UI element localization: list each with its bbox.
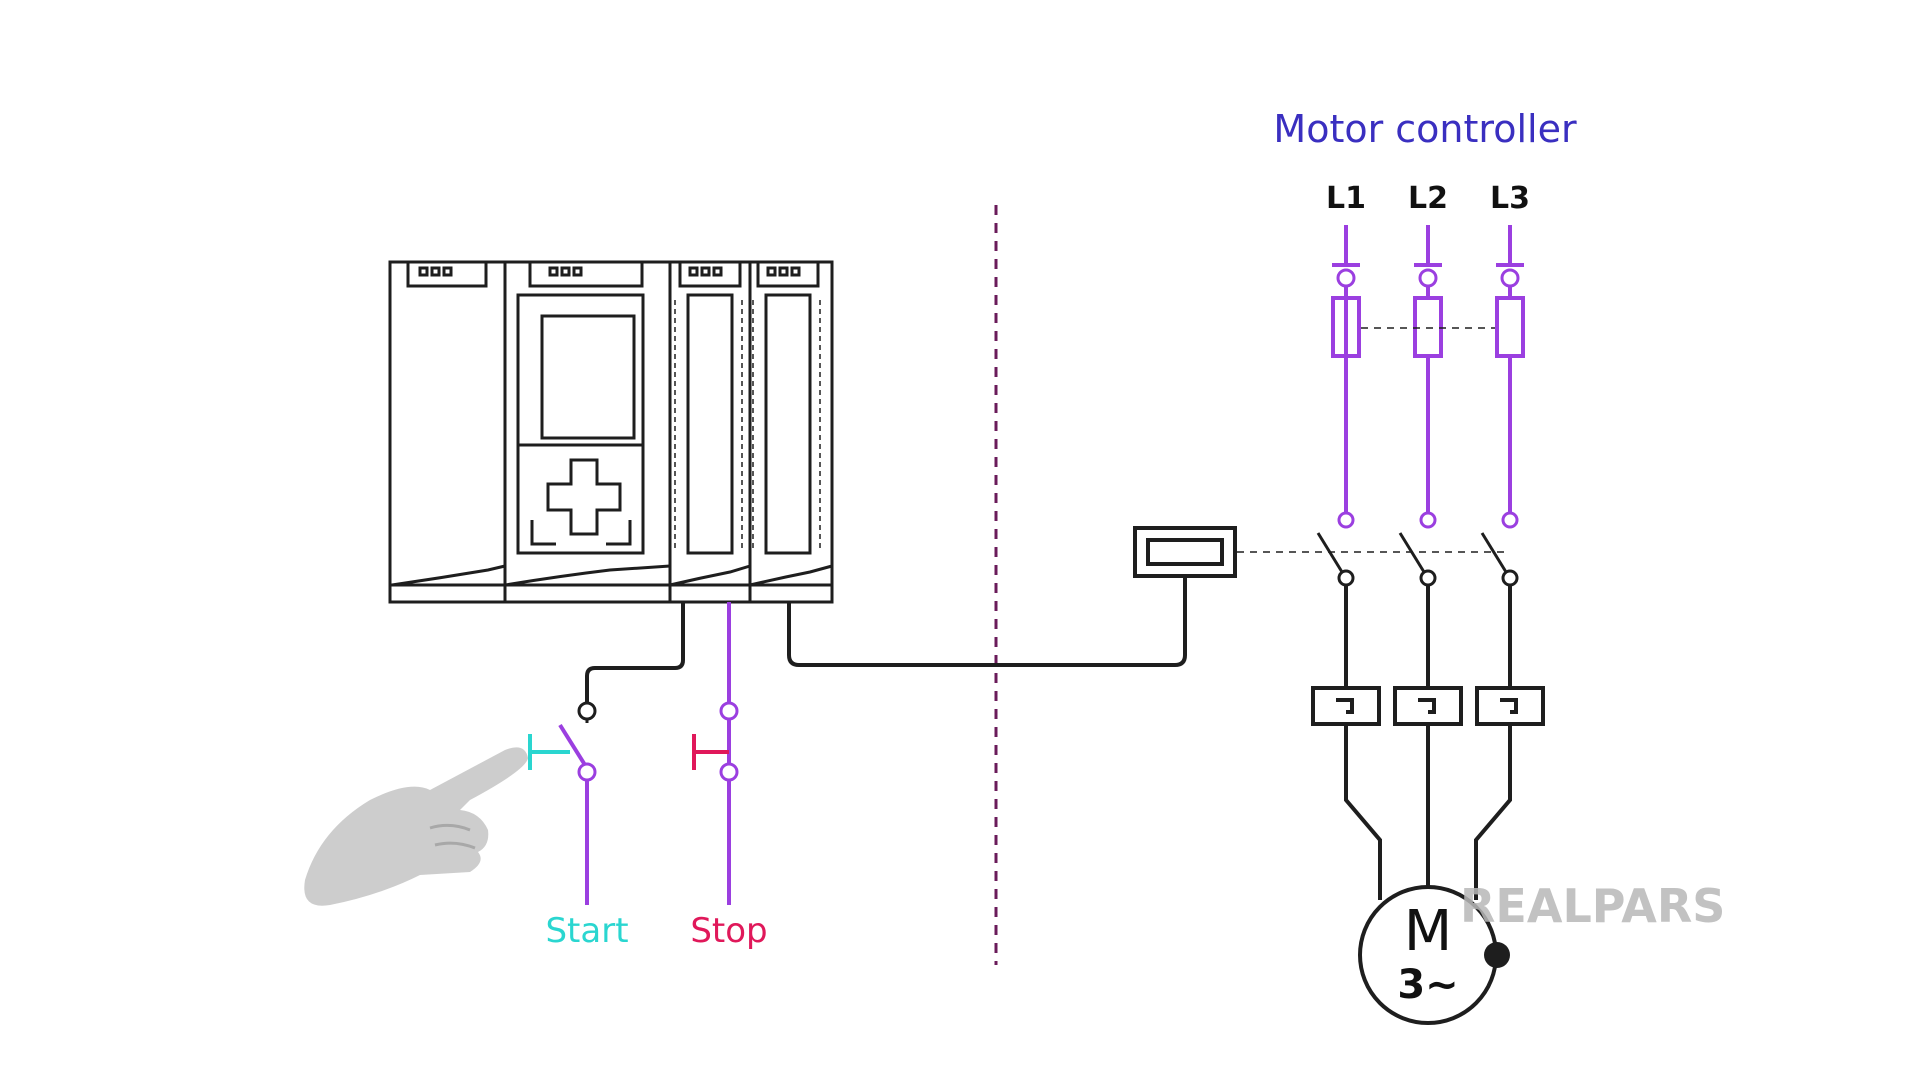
phase-label-l1: L1	[1326, 181, 1366, 216]
start-label: Start	[545, 911, 628, 951]
phase-label-l3: L3	[1490, 181, 1530, 216]
contactor-coil-icon	[1133, 526, 1237, 578]
phase-l3-line	[1495, 225, 1525, 529]
power-circuit	[1311, 225, 1545, 1025]
stop-label: Stop	[690, 911, 767, 951]
start-wire-dark	[585, 602, 685, 708]
phase-label-l2: L2	[1408, 181, 1448, 216]
stop-button-symbol[interactable]	[692, 701, 739, 905]
motor-letter: M	[1404, 899, 1452, 964]
start-button-symbol[interactable]	[528, 701, 597, 905]
phase-l1-line	[1331, 225, 1361, 529]
output-wire	[787, 578, 1187, 667]
main-contacts	[1316, 532, 1519, 587]
pointing-hand-icon	[304, 747, 528, 906]
realpars-logo: REALPARS	[1460, 879, 1725, 933]
phase-l2-line	[1413, 225, 1443, 529]
overload-relays	[1311, 585, 1545, 900]
plc-rack-icon	[388, 260, 834, 604]
diagram-title: Motor controller	[1273, 107, 1577, 151]
motor-symbol-icon	[1358, 885, 1510, 1025]
motor-phase: 3~	[1397, 962, 1458, 1008]
io-terminals	[674, 300, 821, 550]
